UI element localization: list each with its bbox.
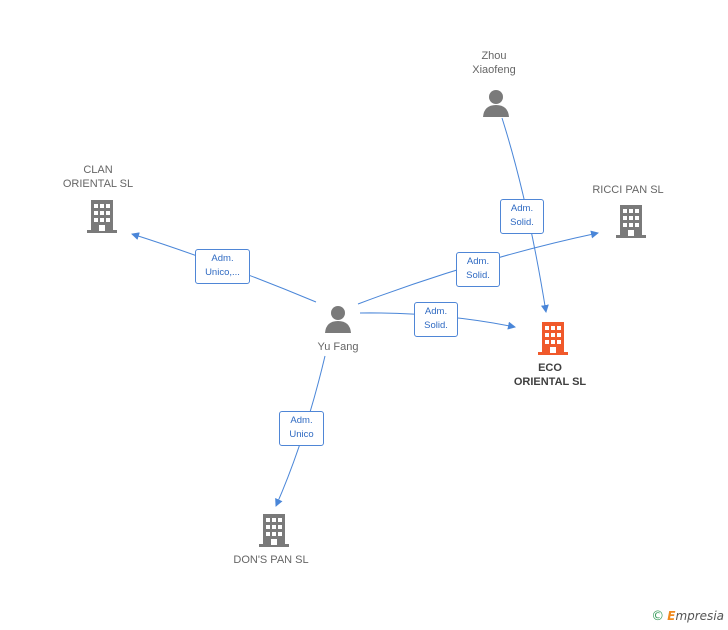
node-label-ricci[interactable]: RICCI PAN SL	[588, 183, 668, 197]
edge-label-line: Adm.	[290, 415, 313, 426]
node-label-line: DON'S PAN SL	[233, 554, 309, 566]
edge-label-yu-ricci[interactable]: Adm. Solid.	[456, 252, 500, 287]
copyright-symbol: ©	[651, 609, 665, 624]
brand-logo-rest: mpresia	[675, 609, 724, 623]
building-icon[interactable]	[536, 320, 570, 356]
node-label-eco[interactable]: ECO ORIENTAL SL	[500, 361, 600, 389]
edge-label-line: Unico,...	[205, 267, 240, 278]
building-icon[interactable]	[257, 512, 291, 548]
brand-logo-initial: E	[667, 609, 676, 623]
edge-label-yu-clan[interactable]: Adm. Unico,...	[195, 249, 250, 284]
edge-label-line: Solid.	[466, 270, 490, 281]
node-label-line: Zhou	[481, 50, 507, 62]
edge-label-line: Adm.	[510, 203, 534, 214]
edge-label-yu-eco[interactable]: Adm. Solid.	[414, 302, 458, 337]
node-label-zhou[interactable]: Zhou Xiaofeng	[458, 49, 530, 77]
node-label-clan[interactable]: CLAN ORIENTAL SL	[56, 163, 140, 191]
edge-label-line: Unico	[289, 429, 314, 440]
building-icon[interactable]	[85, 198, 119, 234]
edge-label-yu-dons[interactable]: Adm. Unico	[279, 411, 324, 446]
edge-label-line: Adm.	[424, 306, 448, 317]
node-label-line: ORIENTAL SL	[513, 376, 587, 388]
building-icon[interactable]	[614, 203, 648, 239]
edge-label-line: Adm.	[466, 256, 490, 267]
node-label-line: Yu Fang	[317, 341, 359, 353]
node-label-line: Xiaofeng	[472, 64, 516, 76]
node-label-line: ORIENTAL SL	[62, 178, 134, 190]
person-icon[interactable]	[482, 88, 510, 118]
edge-label-line: Adm.	[211, 253, 234, 264]
edge-label-zhou-eco[interactable]: Adm. Solid.	[500, 199, 544, 234]
edge-label-line: Solid.	[424, 320, 448, 331]
brand-logo: Empresia	[667, 609, 724, 623]
node-label-yufang[interactable]: Yu Fang	[298, 340, 378, 354]
node-label-line: CLAN	[83, 164, 113, 176]
node-label-dons[interactable]: DON'S PAN SL	[224, 553, 318, 567]
node-label-line: RICCI PAN SL	[592, 184, 664, 196]
brand-footer: ©Empresia	[651, 609, 724, 624]
person-icon[interactable]	[324, 304, 352, 334]
edge-label-line: Solid.	[510, 217, 534, 228]
node-label-line: ECO	[538, 362, 562, 374]
